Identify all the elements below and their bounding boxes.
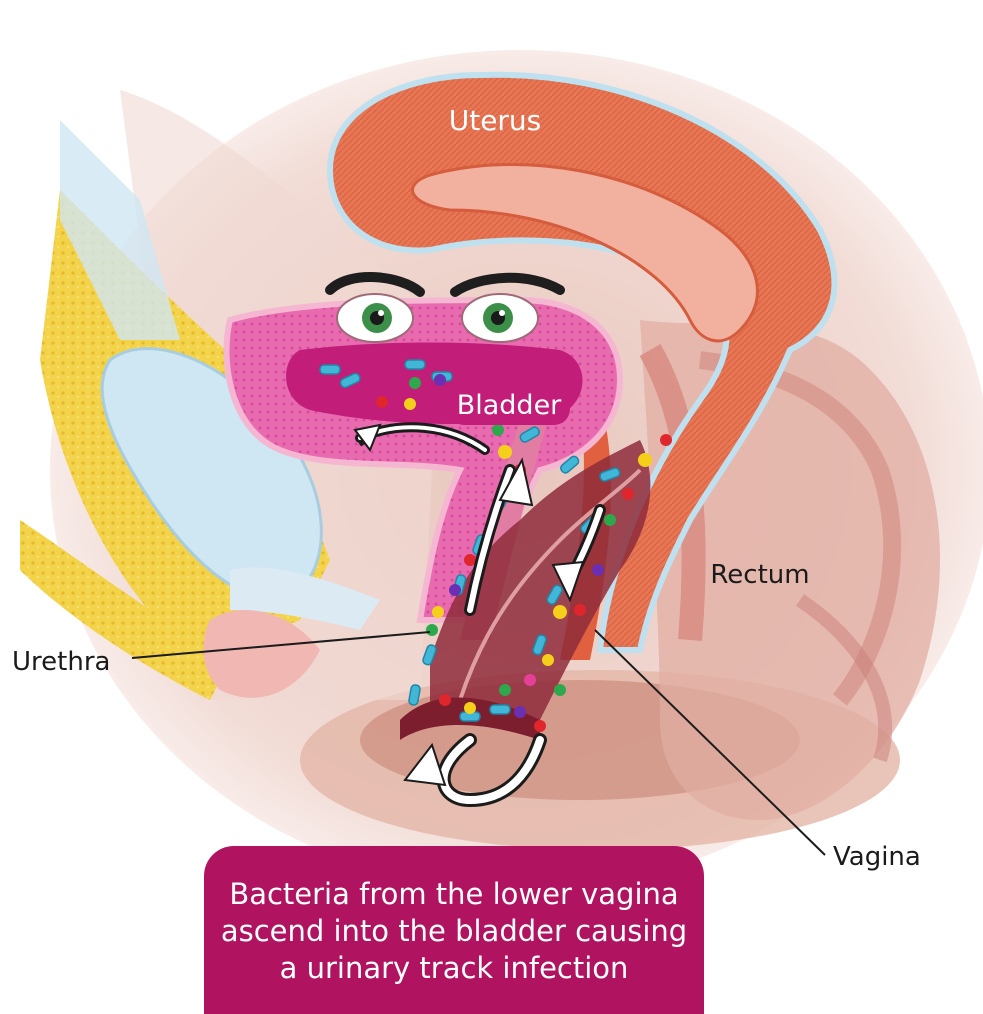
label-bladder: Bladder <box>457 390 562 421</box>
label-urethra: Urethra <box>12 647 110 677</box>
caption-line-2: ascend into the bladder causing <box>204 913 704 950</box>
caption-box: Bacteria from the lower vagina ascend in… <box>204 846 704 1014</box>
label-vagina: Vagina <box>833 842 921 872</box>
label-uterus: Uterus <box>449 104 542 137</box>
caption-line-1: Bacteria from the lower vagina <box>204 876 704 913</box>
label-rectum: Rectum <box>710 560 809 590</box>
caption-line-3: a urinary track infection <box>204 950 704 987</box>
